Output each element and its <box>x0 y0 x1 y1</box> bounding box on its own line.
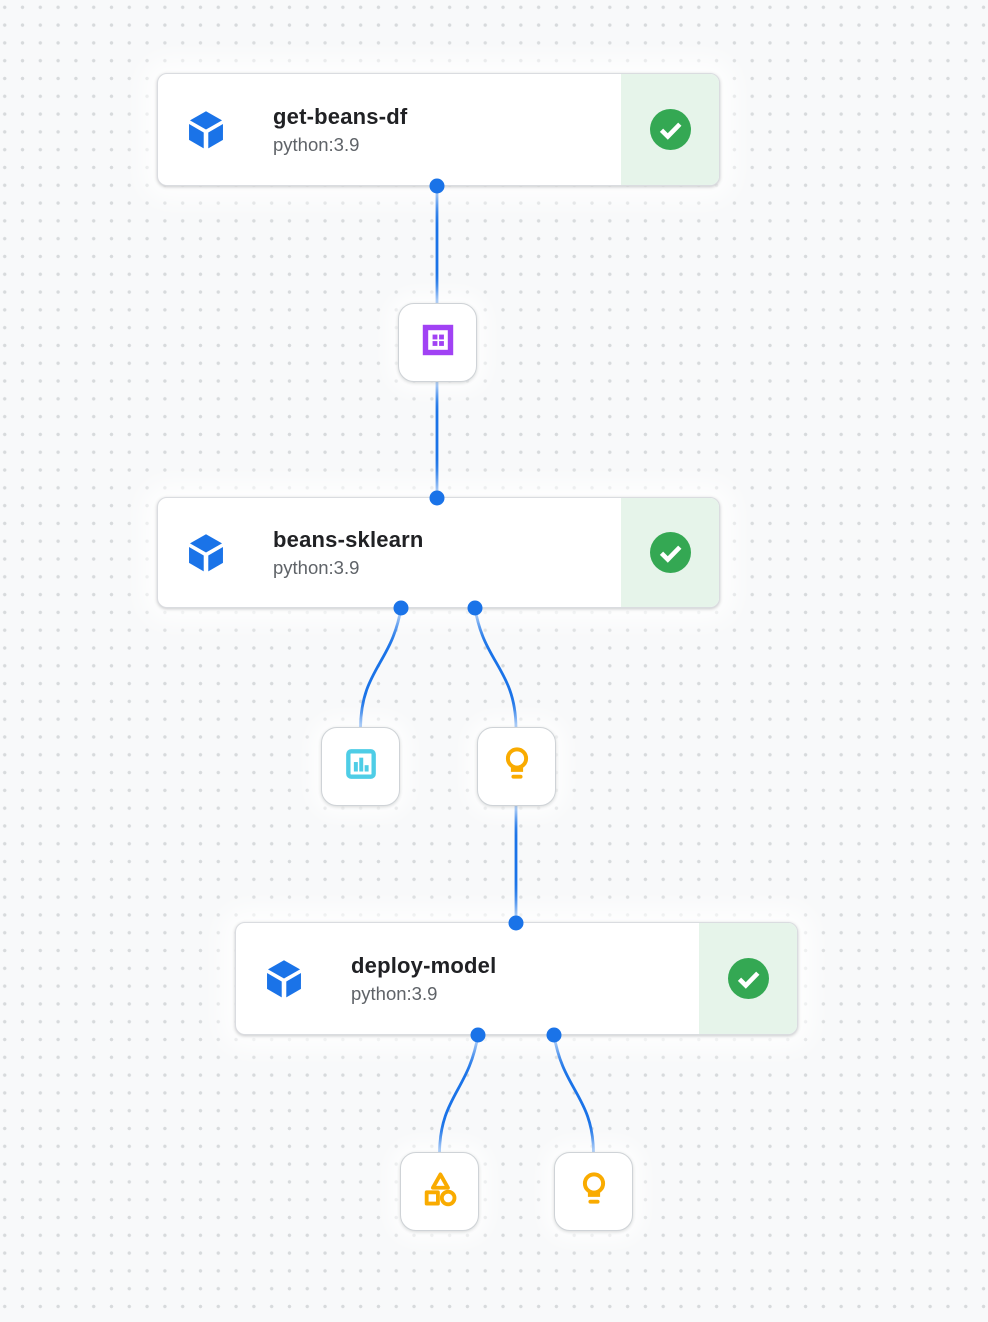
pipeline-node-get-beans-df[interactable]: get-beans-df python:3.9 <box>157 73 720 186</box>
cube-icon <box>184 106 228 154</box>
node-title: get-beans-df <box>273 103 408 129</box>
artifact-node-model[interactable] <box>554 1152 633 1231</box>
lightbulb-icon <box>575 1168 613 1215</box>
artifact-node-metrics[interactable] <box>321 727 400 806</box>
node-title: beans-sklearn <box>273 526 424 552</box>
check-circle-icon <box>649 109 691 150</box>
pipeline-node-beans-sklearn[interactable]: beans-sklearn python:3.9 <box>157 497 720 608</box>
edge <box>438 1034 480 1154</box>
dataset-icon <box>418 320 458 365</box>
edge <box>552 1034 595 1154</box>
node-subtitle: python:3.9 <box>273 133 360 155</box>
metrics-icon <box>342 745 380 788</box>
lightbulb-icon <box>498 743 536 790</box>
cube-icon <box>262 955 306 1003</box>
artifact-node-model[interactable] <box>477 727 556 806</box>
artifact-node-generic[interactable] <box>400 1152 479 1231</box>
cube-icon <box>184 529 228 577</box>
check-circle-icon <box>727 958 769 999</box>
artifact-node-dataset[interactable] <box>398 303 477 382</box>
status-success-section <box>621 74 719 185</box>
node-title: deploy-model <box>351 952 497 978</box>
node-subtitle: python:3.9 <box>351 982 438 1004</box>
status-success-section <box>621 498 719 607</box>
edge <box>359 607 403 729</box>
status-success-section <box>699 923 797 1034</box>
node-subtitle: python:3.9 <box>273 556 360 578</box>
pipeline-node-deploy-model[interactable]: deploy-model python:3.9 <box>235 922 798 1035</box>
shapes-icon <box>420 1169 460 1214</box>
check-circle-icon <box>649 532 691 573</box>
edge <box>473 607 518 729</box>
